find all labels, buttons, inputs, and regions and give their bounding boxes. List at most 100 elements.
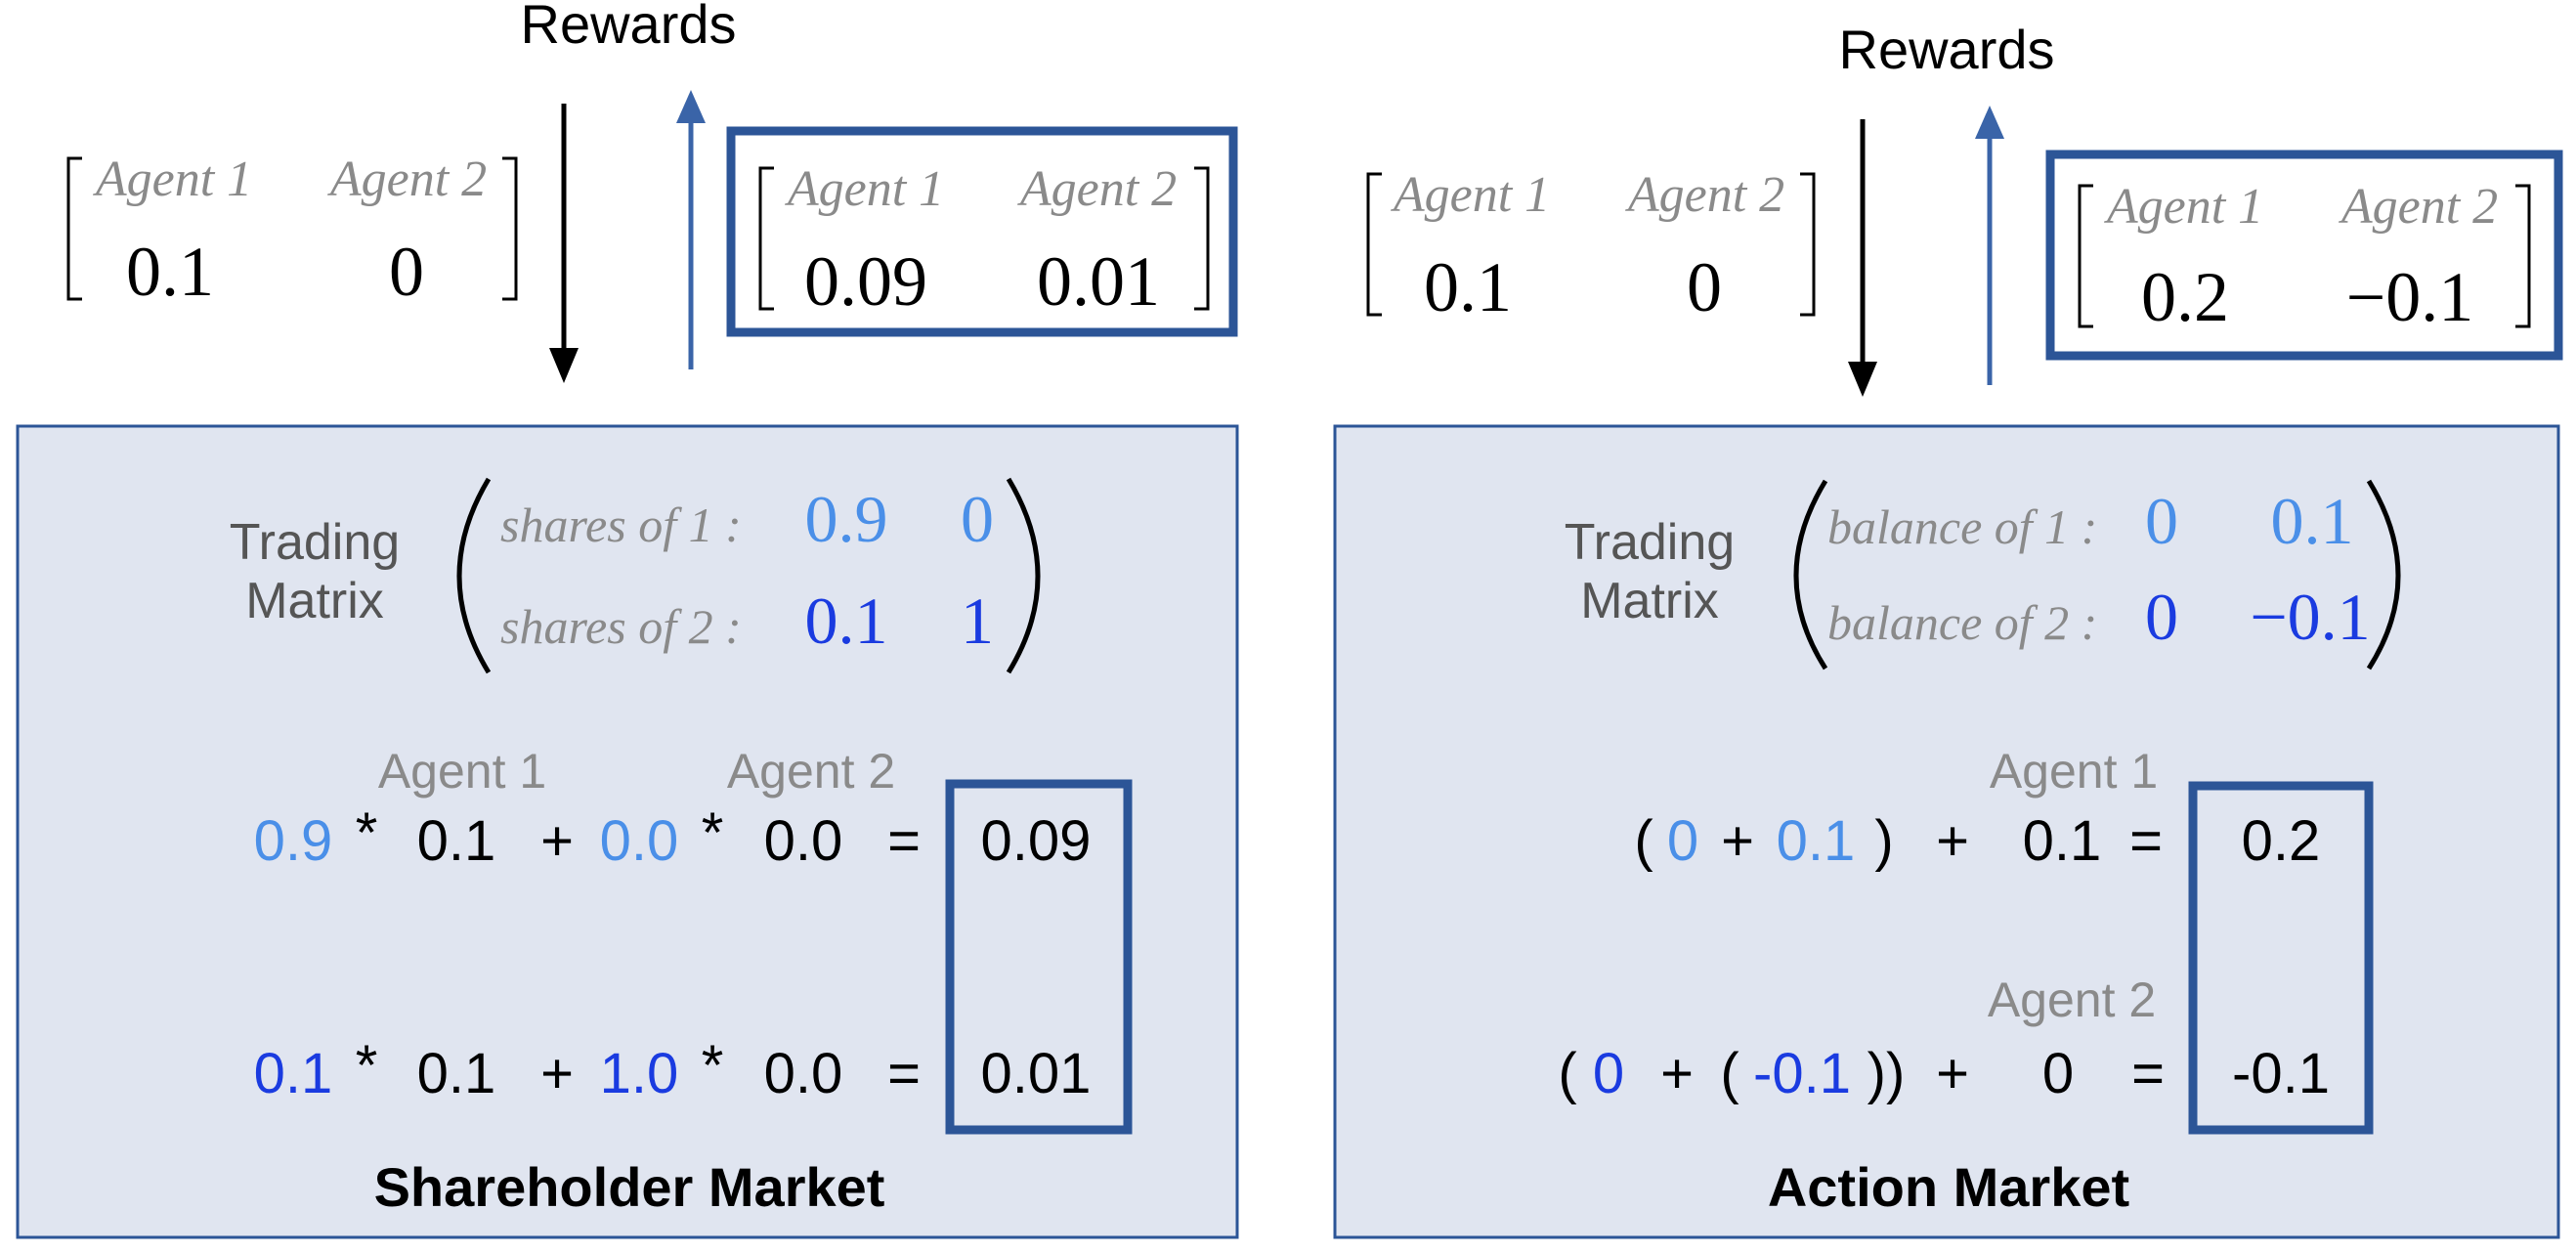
matrix-row2-b: −0.1 — [2250, 580, 2370, 654]
output-reward-vector-right: Agent 1 Agent 2 0.2 −0.1 — [2045, 150, 2563, 361]
plus-op: + — [540, 1042, 574, 1105]
plus-op: + — [1721, 809, 1754, 873]
agent2-label: Agent 2 — [1988, 972, 2156, 1027]
rewards-label-right: Rewards — [1839, 19, 2055, 80]
multiply-op: * — [356, 1034, 378, 1098]
reward: 0 — [2042, 1042, 2074, 1105]
vector-value-agent1: 0.09 — [804, 242, 927, 321]
agent1-label: Agent 1 — [378, 744, 546, 799]
balance-b: 0.1 — [1777, 809, 1856, 873]
trading-matrix-label-2: Matrix — [1580, 573, 1719, 629]
close-paren: ) — [1874, 809, 1893, 873]
matrix-row1-label: balance of 1 : — [1827, 499, 2097, 554]
open-paren: ( — [1558, 1042, 1576, 1105]
trading-matrix-label: Trading — [1565, 514, 1735, 571]
vector-header-agent1: Agent 1 — [2104, 179, 2263, 235]
plus-op: + — [1936, 809, 1969, 873]
vector-header-agent2: Agent 2 — [327, 151, 487, 207]
equation-row-2: 0.1 * 0.1 + 1.0 * 0.0 = 0.01 — [254, 1034, 1092, 1105]
agent2-label: Agent 2 — [727, 744, 895, 799]
reward-up-arrow-left — [676, 90, 706, 369]
vector-header-agent1: Agent 1 — [1391, 167, 1550, 223]
plus-op: + — [1936, 1042, 1969, 1105]
reward-1: 0.1 — [417, 809, 496, 873]
panel-caption: Action Market — [1768, 1156, 2129, 1218]
balance-b: -0.1 — [1753, 1042, 1851, 1105]
input-reward-vector-right: Agent 1 Agent 2 0.1 0 — [1366, 167, 1816, 326]
result: 0.09 — [981, 809, 1092, 873]
inner-open-paren: ( — [1720, 1042, 1739, 1105]
rewards-label-left: Rewards — [521, 0, 737, 55]
panel-caption: Shareholder Market — [374, 1156, 885, 1218]
output-reward-vector-left: Agent 1 Agent 2 0.09 0.01 — [726, 126, 1238, 337]
reward: 0.1 — [2023, 809, 2102, 873]
open-paren: ( — [1634, 809, 1653, 873]
matrix-row2-a: 0.1 — [805, 583, 888, 658]
equation-row-1: ( 0 + 0.1 ) + 0.1 = 0.2 — [1634, 809, 2320, 873]
action-market-diagram: Rewards Agent 1 Agent 2 0.1 0 Agent 1 Ag… — [1333, 19, 2563, 1239]
result-box — [2188, 781, 2374, 1135]
matrix-row1-b: 0.1 — [2271, 484, 2354, 558]
vector-value-agent1: 0.1 — [1424, 248, 1512, 326]
matrix-row1-a: 0.9 — [805, 482, 888, 556]
multiply-op: * — [702, 801, 724, 865]
trading-matrix-label: Trading — [230, 514, 400, 571]
vector-value-agent2: −0.1 — [2346, 258, 2474, 336]
matrix-open-paren — [456, 477, 492, 674]
reward-1: 0.1 — [417, 1042, 496, 1105]
vector-header-agent2: Agent 2 — [1017, 161, 1177, 217]
matrix-row2-label: balance of 2 : — [1827, 595, 2097, 650]
plus-op: + — [1660, 1042, 1694, 1105]
vector-value-agent2: 0 — [1687, 248, 1722, 326]
weight-1: 0.9 — [254, 809, 333, 873]
reward-down-arrow-left — [549, 104, 579, 383]
result-box — [945, 779, 1133, 1135]
equals-op: = — [887, 1042, 921, 1105]
plus-op: + — [540, 809, 574, 873]
matrix-row2-a: 0 — [2145, 580, 2178, 654]
equation-row-2: ( 0 + ( -0.1 )) + 0 = -0.1 — [1558, 1042, 2330, 1105]
reward-up-arrow-right — [1975, 106, 2004, 385]
matrix-row2-label: shares of 2 : — [500, 599, 742, 654]
matrix-open-paren — [1793, 479, 1828, 670]
result: 0.2 — [2242, 809, 2321, 873]
matrix-row1-b: 0 — [961, 482, 994, 556]
matrix-close-paren — [1006, 477, 1041, 674]
equals-op: = — [2129, 809, 2163, 873]
vector-header-agent2: Agent 2 — [1625, 167, 1784, 223]
vector-value-agent2: 0 — [389, 233, 424, 311]
reward-down-arrow-right — [1848, 119, 1877, 397]
multiply-op: * — [356, 801, 378, 865]
output-box — [2045, 150, 2563, 361]
balance-a: 0 — [1667, 809, 1698, 873]
matrix-row2-b: 1 — [961, 583, 994, 658]
shareholder-market-panel — [16, 424, 1239, 1239]
result: 0.01 — [981, 1042, 1092, 1105]
close-parens: )) — [1868, 1042, 1906, 1105]
trading-matrix-label-2: Matrix — [245, 573, 384, 629]
matrix-row1-label: shares of 1 : — [500, 497, 742, 552]
vector-header-agent2: Agent 2 — [2339, 179, 2498, 235]
weight-2: 0.0 — [600, 809, 679, 873]
weight-2: 1.0 — [600, 1042, 679, 1105]
action-market-panel — [1333, 424, 2560, 1239]
balance-a: 0 — [1593, 1042, 1624, 1105]
shareholder-market-diagram: Rewards Agent 1 Agent 2 0.1 0 Agent 1 Ag… — [16, 0, 1239, 1239]
vector-header-agent1: Agent 1 — [785, 161, 944, 217]
agent1-label: Agent 1 — [1990, 744, 2158, 799]
equals-op: = — [2131, 1042, 2165, 1105]
vector-header-agent1: Agent 1 — [93, 151, 252, 207]
output-box — [726, 126, 1238, 337]
matrix-close-paren — [2366, 479, 2401, 670]
matrix-row1-a: 0 — [2145, 484, 2178, 558]
reward-2: 0.0 — [764, 809, 843, 873]
weight-1: 0.1 — [254, 1042, 333, 1105]
equation-row-1: 0.9 * 0.1 + 0.0 * 0.0 = 0.09 — [254, 801, 1092, 873]
reward-2: 0.0 — [764, 1042, 843, 1105]
multiply-op: * — [702, 1034, 724, 1098]
vector-value-agent1: 0.2 — [2141, 258, 2229, 336]
result: -0.1 — [2232, 1042, 2330, 1105]
equals-op: = — [887, 809, 921, 873]
vector-value-agent1: 0.1 — [126, 233, 214, 311]
vector-value-agent2: 0.01 — [1037, 242, 1160, 321]
